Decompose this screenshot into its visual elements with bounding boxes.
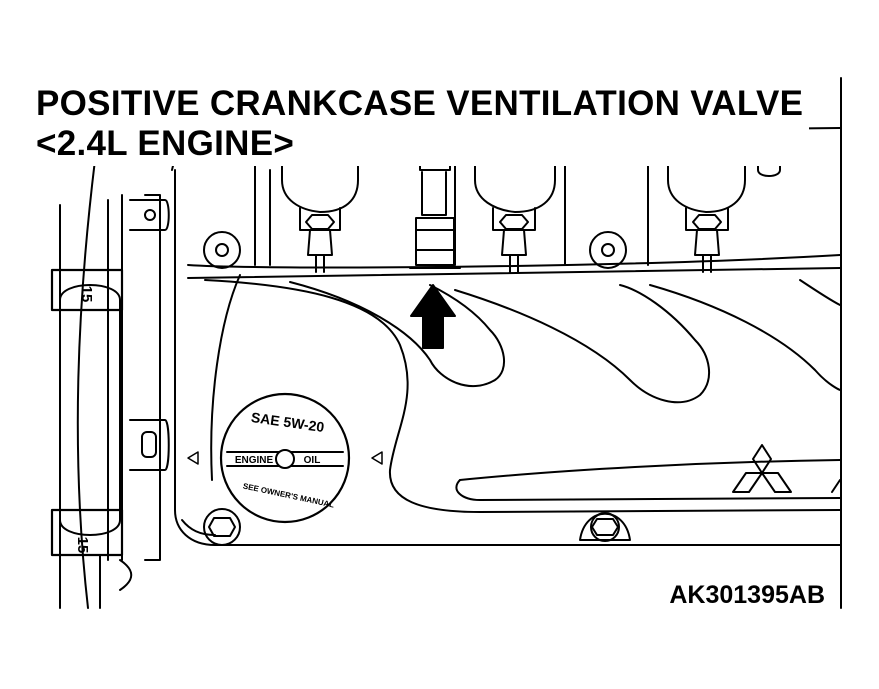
bolt-top-left <box>203 231 241 269</box>
bolt-bottom-mid <box>579 512 631 542</box>
clip-label-top: 15 <box>78 286 95 303</box>
ignition-coil-2 <box>474 149 556 273</box>
triangle-left-icon <box>187 451 199 465</box>
ignition-coil-3 <box>667 149 746 273</box>
oil-cap-left-word: ENGINE <box>235 455 274 466</box>
diagram-title: POSITIVE CRANKCASE VENTILATION VALVE <2.… <box>36 84 810 166</box>
oil-cap-bottom-text: SEE OWNER'S MANUAL <box>242 481 335 509</box>
hose-assembly <box>50 159 170 609</box>
oil-cap-right-word: OIL <box>304 455 321 466</box>
figure-id: AK301395AB <box>667 581 827 610</box>
oil-filler-cap <box>219 392 351 524</box>
bolt-bottom-left <box>203 508 241 546</box>
clip-label-bottom: 15 <box>74 537 91 554</box>
triangle-right-icon <box>371 451 383 465</box>
ignition-coil-1 <box>281 149 359 273</box>
pointer-arrow-icon <box>410 284 456 349</box>
title-line-1: POSITIVE CRANKCASE VENTILATION VALVE <box>36 84 804 123</box>
oil-cap-grade: SAE 5W-20 <box>250 409 325 435</box>
partial-logo <box>831 479 841 493</box>
title-line-2: <2.4L ENGINE> <box>36 124 295 163</box>
mitsubishi-logo-icon <box>732 444 792 493</box>
bolt-top-mid <box>589 231 627 269</box>
valve-cover <box>204 274 841 513</box>
